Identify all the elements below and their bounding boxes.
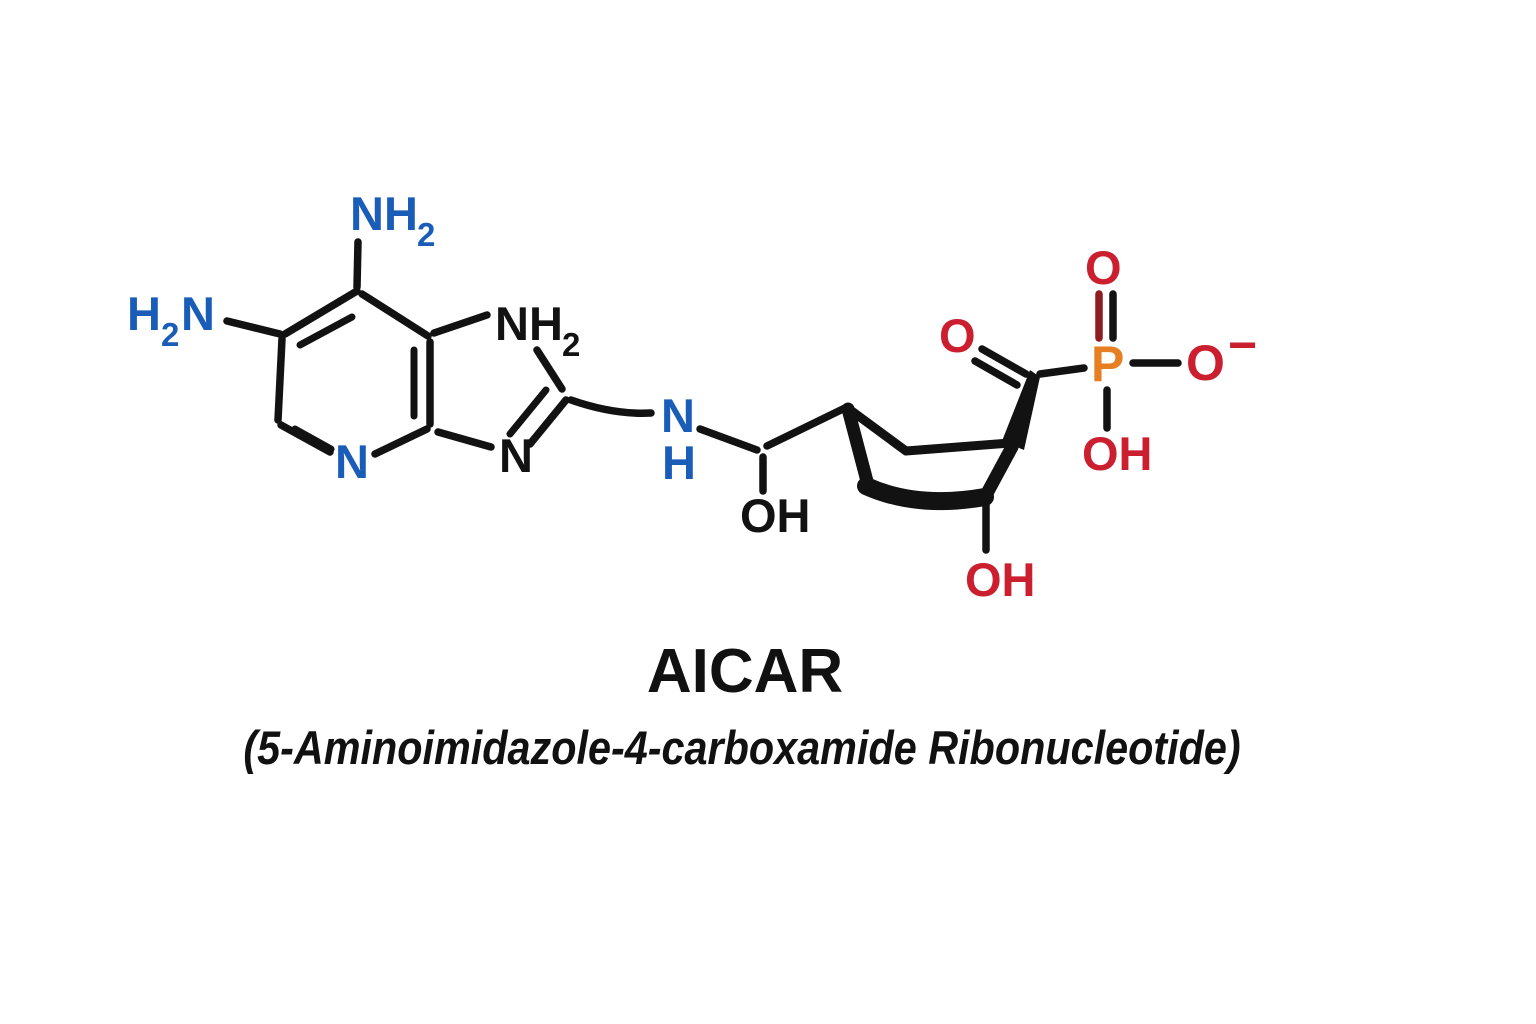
- double-bond-line: [296, 313, 356, 349]
- phosphate-oxygen-label: O: [1186, 335, 1225, 391]
- phosphoryl-oxygen-label: O: [1085, 241, 1122, 294]
- phosphate-bonds: [1095, 290, 1182, 432]
- bond: [1036, 364, 1088, 378]
- methine-hydroxyl-label: OH: [740, 489, 811, 542]
- double-bond-line: [971, 357, 1021, 389]
- bond: [696, 425, 761, 454]
- imidazole-ring: [430, 311, 570, 451]
- imidazole-nh-subscript: 2: [562, 326, 580, 363]
- imidazole-nitrogen-label: N: [499, 429, 533, 482]
- bond: [223, 317, 284, 338]
- carboxamide-bonds: [971, 345, 1088, 389]
- bond: [274, 335, 286, 424]
- amine-left-subscript: 2: [161, 316, 179, 353]
- bold-bond: [978, 440, 1019, 504]
- phosphate-hydroxyl-label: OH: [1082, 427, 1153, 480]
- linker-nitrogen-label: N: [661, 389, 695, 442]
- bond: [353, 238, 362, 291]
- imidazole-nh-label: NH: [495, 297, 563, 350]
- double-bond-line: [506, 386, 550, 438]
- bond: [371, 425, 431, 458]
- bond: [358, 290, 432, 340]
- bond: [763, 404, 849, 450]
- bond: [844, 404, 911, 456]
- compound-subtitle: (5-Aminoimidazole-4-carboxamide Ribonucl…: [243, 721, 1241, 774]
- ribose-ring: [841, 370, 1040, 554]
- carbonyl-oxygen-label: O: [939, 309, 976, 362]
- amine-left-n: N: [181, 287, 215, 340]
- double-bond-line: [526, 396, 570, 448]
- bond: [901, 438, 1015, 456]
- amine-top-subscript: 2: [417, 216, 435, 253]
- amine-top-label: NH: [350, 187, 418, 240]
- pyridine-nitrogen-label: N: [335, 435, 369, 488]
- double-bond-line: [291, 425, 335, 453]
- pyridine-ring: [274, 287, 434, 458]
- ribose-hydroxyl-label: OH: [965, 553, 1036, 606]
- phosphate-charge-label: −: [1228, 317, 1257, 373]
- bond: [430, 311, 491, 337]
- atom-labels: NH 2 H 2 N N NH 2 N N H OH O O P O − OH …: [127, 187, 1257, 606]
- amine-substituent-bonds: [223, 238, 362, 338]
- double-bond-line: [978, 345, 1030, 378]
- amine-left-h: H: [127, 287, 161, 340]
- phosphorus-label: P: [1091, 336, 1124, 392]
- bond: [567, 396, 655, 417]
- wedge-bond: [1002, 370, 1040, 450]
- bold-bond: [857, 477, 994, 511]
- bond: [281, 287, 361, 338]
- linker-hydrogen-label: H: [662, 436, 696, 489]
- bond: [434, 428, 495, 451]
- compound-title: AICAR: [646, 637, 844, 706]
- bold-bond: [841, 402, 875, 492]
- amide-linker-bonds: [567, 396, 849, 495]
- bond: [533, 346, 566, 393]
